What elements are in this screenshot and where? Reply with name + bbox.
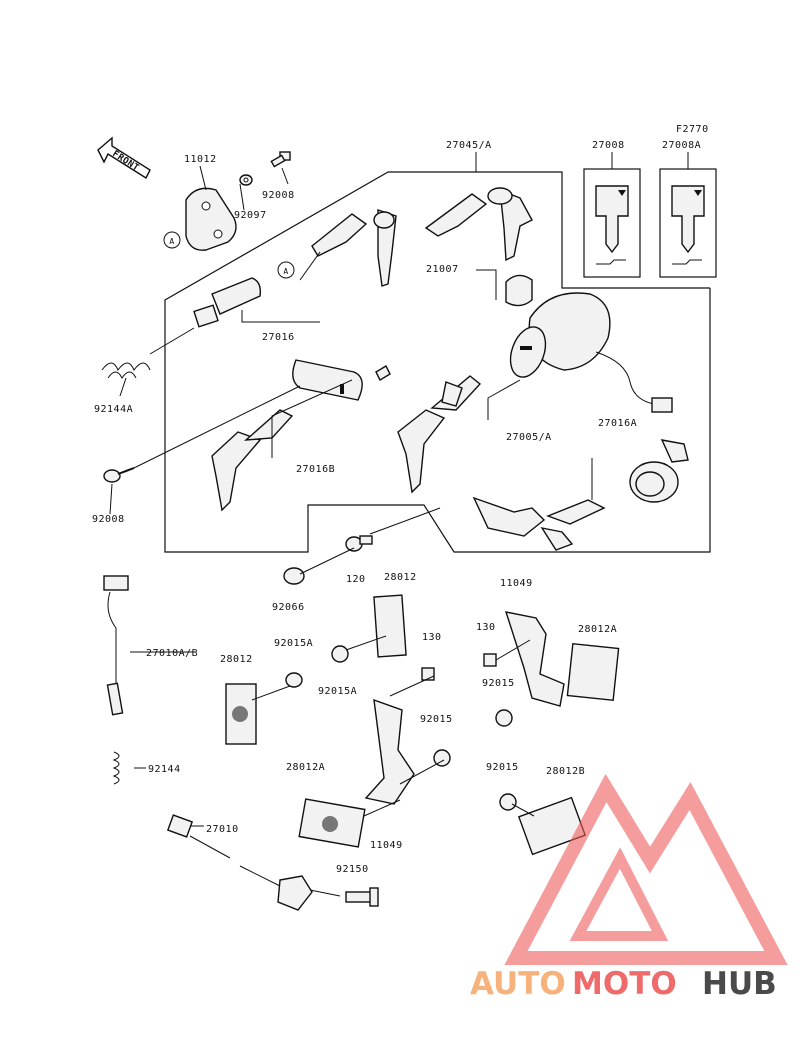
svg-text:MOTO: MOTO xyxy=(572,966,677,1002)
key-set-27005-icon xyxy=(397,375,482,494)
label-27010: 27010 xyxy=(206,824,239,835)
nut-92015-c-icon xyxy=(499,793,517,811)
bracket-11049-upper-icon xyxy=(504,611,565,707)
label-28012A-right: 28012A xyxy=(578,624,617,635)
reflector-28012B-icon xyxy=(517,796,587,856)
label-120: 120 xyxy=(346,574,366,585)
label-92144A: 92144A xyxy=(94,404,133,415)
label-92008-a: 92008 xyxy=(262,190,295,201)
bracket-11049-lower-icon xyxy=(364,698,415,805)
svg-text:HUB: HUB xyxy=(702,966,777,1002)
callout-a-2: A xyxy=(277,261,295,279)
label-11049-b: 11049 xyxy=(370,840,403,851)
label-92150: 92150 xyxy=(336,864,369,875)
label-27008: 27008 xyxy=(592,140,625,151)
label-92097: 92097 xyxy=(234,210,267,221)
label-27016B: 27016B xyxy=(296,464,335,475)
nut-92015-a-icon xyxy=(495,709,513,727)
label-130-a: 130 xyxy=(422,632,442,643)
cylinder-27016-icon xyxy=(193,277,262,328)
label-28012B: 28012B xyxy=(546,766,585,777)
label-92066: 92066 xyxy=(272,602,305,613)
label-92015-b: 92015 xyxy=(420,714,453,725)
label-92144: 92144 xyxy=(148,764,181,775)
label-28012-left: 28012 xyxy=(220,654,253,665)
part-labels: F2770 11012 92008 92097 27045/A 27008 27… xyxy=(92,124,709,875)
spring-92144-icon xyxy=(112,751,120,785)
svg-text:AUTO: AUTO xyxy=(470,966,566,1002)
label-27005: 27005/A xyxy=(506,432,552,443)
label-11049-a: 11049 xyxy=(500,578,533,589)
label-27010AB: 27010A/B xyxy=(146,648,198,659)
bolt-130-b-icon xyxy=(483,653,497,667)
front-label: FRONT xyxy=(110,149,140,174)
nut-92015A-1-icon xyxy=(285,672,303,688)
switch-27010AB-icon xyxy=(103,575,129,716)
front-arrow-icon: FRONT xyxy=(97,136,151,180)
label-92015-a: 92015 xyxy=(482,678,515,689)
lock-body-27016B-icon xyxy=(292,359,391,401)
label-28012-top: 28012 xyxy=(384,572,417,583)
ref-code: F2770 xyxy=(676,124,709,135)
label-92015-c: 92015 xyxy=(486,762,519,773)
callout-a-1: A xyxy=(163,231,181,249)
nut-92015-b-icon xyxy=(433,749,451,767)
lock-plate-icon xyxy=(185,187,237,251)
key-set-27016A-icon xyxy=(472,496,606,551)
label-92015A-2: 92015A xyxy=(318,686,357,697)
reflector-28012A-lower-icon xyxy=(298,798,366,848)
label-21007: 21007 xyxy=(426,264,459,275)
key-27008A-icon xyxy=(671,185,705,265)
reflector-28012-top-icon xyxy=(373,594,407,658)
label-27045: 27045/A xyxy=(446,140,492,151)
seat-lock-27016A-icon xyxy=(629,439,689,503)
label-130-b: 130 xyxy=(476,622,496,633)
bolt-92150-icon xyxy=(345,887,379,907)
svg-text:A: A xyxy=(283,267,288,276)
nut-92015A-2-icon xyxy=(331,645,349,663)
label-27008A: 27008A xyxy=(662,140,701,151)
label-92015A-1: 92015A xyxy=(274,638,313,649)
label-92008-b: 92008 xyxy=(92,514,125,525)
main-enclosure-outline xyxy=(164,171,711,553)
key-set-27016B-icon xyxy=(211,409,294,512)
spring-92144A-icon xyxy=(101,362,151,379)
svg-text:A: A xyxy=(169,237,174,246)
switch-27010-icon xyxy=(166,814,313,911)
label-28012A-lower: 28012A xyxy=(286,762,325,773)
reflector-28012A-right-icon xyxy=(566,642,620,702)
key-27008-icon xyxy=(595,185,629,265)
label-27016: 27016 xyxy=(262,332,295,343)
screw-92008-icon xyxy=(270,151,291,168)
nut-92066-icon xyxy=(283,567,305,585)
washer-92097-icon xyxy=(239,174,253,186)
watermark-logo-icon xyxy=(504,773,788,965)
ignition-switch-icon xyxy=(509,292,673,413)
leader-lines xyxy=(109,152,689,897)
cap-21007-icon xyxy=(505,274,533,307)
label-27016A: 27016A xyxy=(598,418,637,429)
bolt-120-icon xyxy=(345,535,373,552)
reflector-28012-left-icon xyxy=(225,683,257,745)
watermark-text: AUTO MOTO HUB xyxy=(470,966,777,1002)
key-set-27045-icon xyxy=(311,187,533,287)
screw-92008-b-icon xyxy=(103,467,135,483)
label-11012: 11012 xyxy=(184,154,217,165)
